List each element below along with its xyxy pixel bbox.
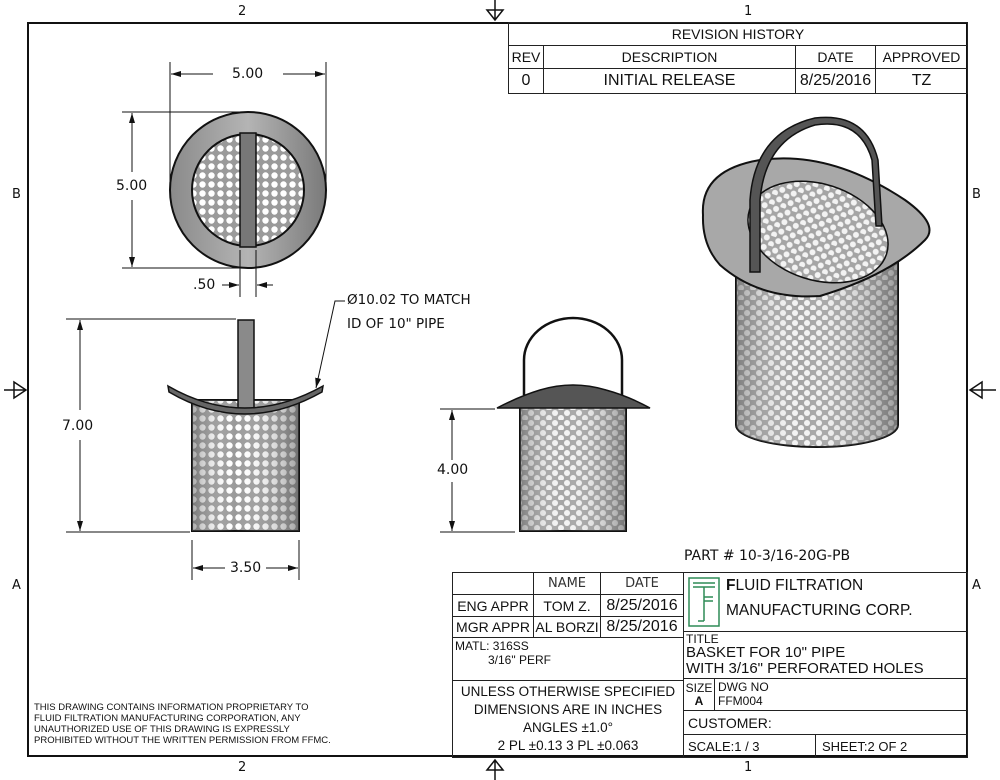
tb-sheet: SHEET:2 OF 2 (815, 734, 968, 758)
tb-mgr-date: 8/25/2016 (600, 616, 684, 638)
zone-label-top-1: 1 (744, 4, 753, 19)
disclaimer-line: PROHIBITED WITHOUT THE WRITTEN PERMISSIO… (34, 735, 331, 746)
dim-overall-height: 7.00 (62, 418, 94, 434)
zone-label-left-b: B (12, 187, 21, 202)
tb-title-line1: BASKET FOR 10" PIPE (686, 644, 846, 661)
zone-label-bottom-2: 2 (238, 760, 247, 775)
top-view (169, 111, 327, 269)
tb-size-label: SIZE (685, 680, 713, 695)
front-view-dimensions (66, 300, 345, 580)
part-number: PART # 10-3/16-20G-PB (684, 548, 851, 564)
rev-header-approved: APPROVED (875, 45, 968, 69)
side-view (496, 316, 651, 532)
tb-dwg-value: FFM004 (718, 694, 763, 708)
tb-customer: CUSTOMER: (683, 710, 968, 735)
zone-label-right-a: A (972, 578, 981, 593)
tb-title-label: TITLE (686, 632, 719, 646)
tb-mgr-name: AL BORZI (533, 616, 601, 638)
tb-dwg-no: DWG NO FFM004 (714, 678, 968, 711)
tb-date-header: DATE (600, 572, 684, 595)
tolerance-line: UNLESS OTHERWISE SPECIFIED (460, 684, 676, 699)
tb-eng-name: TOM Z. (533, 594, 601, 617)
zone-label-right-b: B (972, 187, 981, 202)
proprietary-disclaimer: THIS DRAWING CONTAINS INFORMATION PROPRI… (34, 702, 331, 746)
rev-row-approved: TZ (875, 68, 968, 94)
tolerance-line: ANGLES ±1.0° (522, 720, 614, 735)
tb-title: TITLE BASKET FOR 10" PIPE WITH 3/16" PER… (683, 631, 968, 679)
tb-size-value: A (694, 693, 704, 708)
rev-row-date: 8/25/2016 (795, 68, 876, 94)
zone-label-left-a: A (12, 578, 21, 593)
front-view (166, 319, 324, 532)
tb-title-line2: WITH 3/16" PERFORATED HOLES (686, 660, 924, 677)
side-view-dimensions (440, 408, 515, 533)
tb-material: MATL: 316SS 3/16" PERF (452, 637, 684, 681)
flange-note-line1: Ø10.02 TO MATCH (347, 292, 471, 308)
isometric-view (701, 116, 931, 448)
company-name-rest: LUID FILTRATION (735, 577, 864, 594)
disclaimer-line: THIS DRAWING CONTAINS INFORMATION PROPRI… (34, 702, 309, 713)
company-name-line2: MANUFACTURING CORP. (726, 602, 913, 619)
revision-history-title: REVISION HISTORY (508, 22, 968, 46)
rev-row-description: INITIAL RELEASE (543, 68, 796, 94)
rev-row-rev: 0 (508, 68, 544, 94)
tb-eng-label: ENG APPR (452, 594, 534, 617)
flange-note-line2: ID OF 10" PIPE (347, 316, 445, 332)
tb-tolerances: UNLESS OTHERWISE SPECIFIED DIMENSIONS AR… (452, 680, 684, 758)
dim-basket-diameter: 3.50 (228, 560, 264, 576)
zone-label-top-2: 2 (238, 4, 247, 19)
zone-label-bottom-1: 1 (744, 760, 753, 775)
tb-material-line2: 3/16" PERF (488, 653, 551, 667)
tb-dwg-label: DWG NO (718, 680, 769, 694)
dim-top-height: 5.00 (116, 178, 148, 194)
tb-material-line1: MATL: 316SS (455, 639, 529, 653)
tb-size: SIZE A (683, 678, 715, 711)
tolerance-line: 2 PL ±0.13 3 PL ±0.063 (497, 738, 639, 753)
disclaimer-line: UNAUTHORIZED USE OF THIS DRAWING IS EXPR… (34, 724, 290, 735)
dim-top-width: 5.00 (229, 66, 267, 82)
tb-mgr-label: MGR APPR (452, 616, 534, 638)
company-name-line1: FLUID FILTRATION (726, 577, 863, 595)
tb-eng-date: 8/25/2016 (600, 594, 684, 617)
tb-scale: SCALE:1 / 3 (683, 734, 816, 758)
tb-company: FLUID FILTRATION MANUFACTURING CORP. (683, 572, 968, 632)
rev-header-description: DESCRIPTION (543, 45, 796, 69)
tb-blank (452, 572, 534, 595)
tb-name-header: NAME (533, 572, 601, 595)
drawing-border (27, 22, 968, 757)
rev-header-date: DATE (795, 45, 876, 69)
center-mark-arrows (4, 0, 996, 780)
disclaimer-line: FLUID FILTRATION MANUFACTURING CORPORATI… (34, 713, 301, 724)
company-logo (688, 577, 720, 627)
dim-basket-height: 4.00 (437, 462, 469, 478)
company-initial: F (726, 577, 736, 594)
top-view-dimensions (122, 62, 327, 297)
tolerance-line: DIMENSIONS ARE IN INCHES (473, 702, 663, 717)
rev-header-rev: REV (508, 45, 544, 69)
dim-handle-width: .50 (193, 277, 216, 293)
